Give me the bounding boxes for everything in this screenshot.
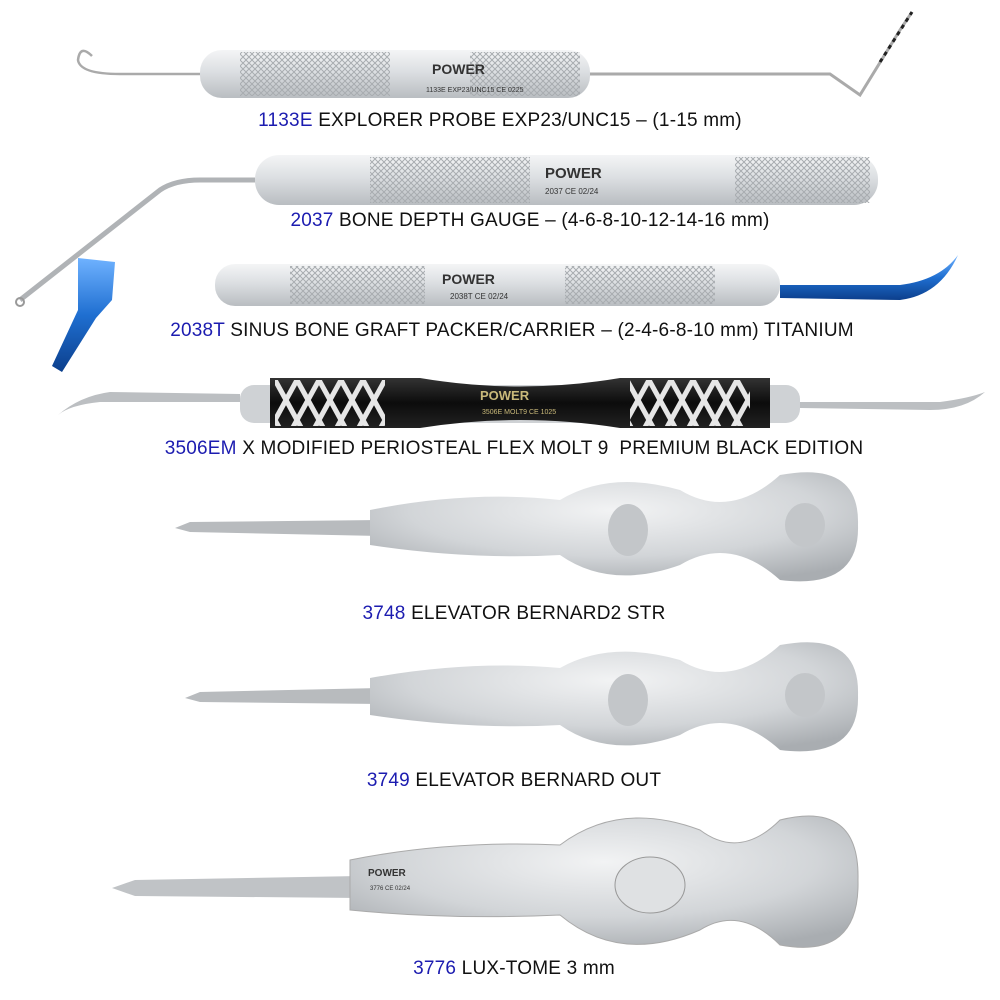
svg-text:POWER: POWER (368, 868, 407, 879)
product-code: 3506EM (164, 438, 237, 459)
product-label-2038t: 2038T SINUS BONE GRAFT PACKER/CARRIER – … (12, 320, 1000, 342)
instrument-3776: POWER 3776 CE 02/24 (112, 815, 859, 948)
instrument-1133e: POWER 1133E EXP23/UNC15 CE 0225 (76, 11, 914, 98)
engraving: 3506E MOLT9 CE 1025 (482, 409, 556, 416)
instrument-3748 (175, 472, 859, 582)
product-code: 3776 (413, 958, 457, 979)
product-label-2037: 2037 BONE DEPTH GAUGE – (4-6-8-10-12-14-… (30, 210, 1000, 232)
product-label-3748: 3748 ELEVATOR BERNARD2 STR (14, 603, 1000, 625)
product-name: SINUS BONE GRAFT PACKER/CARRIER – (2-4-6… (230, 320, 854, 341)
product-name: EXPLORER PROBE EXP23/UNC15 – (1-15 mm) (318, 110, 742, 131)
engraving: 2038T CE 02/24 (450, 292, 509, 301)
product-name: ELEVATOR BERNARD2 STR (411, 603, 666, 624)
engraving: 3776 CE 02/24 (370, 886, 411, 892)
brand-logo: POWER (432, 61, 485, 77)
svg-text:POWER: POWER (442, 271, 495, 287)
instrument-2037: POWER 2037 CE 02/24 (15, 155, 878, 307)
product-name: ELEVATOR BERNARD OUT (415, 770, 662, 791)
engraving: 1133E EXP23/UNC15 CE 0225 (426, 87, 524, 94)
svg-text:POWER: POWER (545, 165, 602, 182)
product-label-3506em: 3506EM X MODIFIED PERIOSTEAL FLEX MOLT 9… (14, 438, 1000, 460)
product-label-3776: 3776 LUX-TOME 3 mm (14, 958, 1000, 980)
product-code: 3748 (362, 603, 406, 624)
product-code: 2038T (170, 320, 225, 341)
product-code: 3749 (366, 770, 410, 791)
product-code: 1133E (258, 110, 313, 131)
instrument-3749 (185, 642, 859, 752)
product-label-3749: 3749 ELEVATOR BERNARD OUT (14, 770, 1000, 792)
product-name: X MODIFIED PERIOSTEAL FLEX MOLT 9 PREMIU… (242, 438, 864, 459)
instrument-3506em: POWER 3506E MOLT9 CE 1025 (58, 378, 985, 428)
svg-text:POWER: POWER (480, 388, 530, 403)
instrument-2038t: POWER 2038T CE 02/24 (52, 255, 958, 372)
product-name: LUX-TOME 3 mm (461, 958, 615, 979)
product-name: BONE DEPTH GAUGE – (4-6-8-10-12-14-16 mm… (339, 210, 770, 231)
engraving: 2037 CE 02/24 (545, 187, 599, 196)
product-code: 2037 (290, 210, 334, 231)
product-label-1133e: 1133E EXPLORER PROBE EXP23/UNC15 – (1-15… (0, 110, 1000, 132)
